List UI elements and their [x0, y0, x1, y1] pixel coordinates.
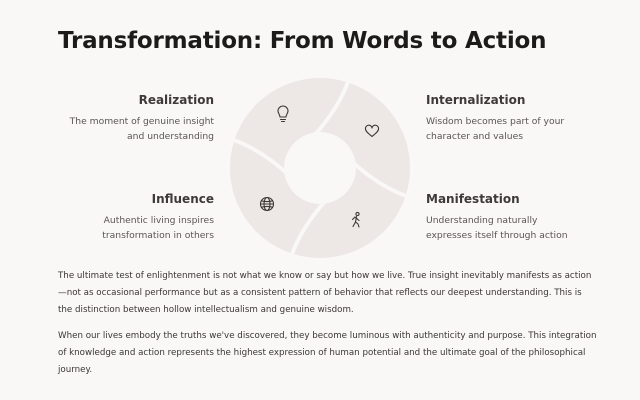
walking-person-icon — [351, 211, 360, 228]
stage-realization-line-2: and understanding — [127, 131, 214, 142]
stage-manifestation: Manifestation Understanding naturally ex… — [426, 192, 596, 243]
separator-bottom — [289, 200, 326, 257]
stage-influence-line-2: transformation in others — [102, 230, 214, 241]
cycle-svg — [230, 78, 410, 258]
stage-realization-heading: Realization — [138, 93, 214, 107]
globe-icon — [259, 196, 275, 212]
stage-realization-description: The moment of genuine insight and unders… — [44, 114, 214, 144]
cycle-segments — [230, 78, 410, 258]
stage-influence-description: Authentic living inspires transformation… — [44, 213, 214, 243]
stage-internalization-description: Wisdom becomes part of your character an… — [426, 114, 596, 144]
stage-influence-heading: Influence — [151, 192, 214, 206]
body-paragraph-1: The ultimate test of enlightenment is no… — [58, 271, 592, 315]
stage-manifestation-line-1: Understanding naturally — [426, 215, 538, 226]
stage-realization-line-1: The moment of genuine insight — [69, 116, 214, 127]
stage-manifestation-heading: Manifestation — [426, 192, 520, 206]
stage-manifestation-description: Understanding naturally expresses itself… — [426, 213, 596, 243]
stage-internalization-line-1: Wisdom becomes part of your — [426, 116, 565, 127]
separator-right — [352, 162, 409, 199]
transformation-cycle-diagram — [228, 76, 412, 260]
body-paragraph-2: When our lives embody the truths we've d… — [58, 331, 597, 375]
stage-manifestation-line-2: expresses itself through action — [426, 230, 568, 241]
separator-top — [314, 79, 351, 136]
lightbulb-icon — [277, 105, 289, 123]
stage-influence: Influence Authentic living inspires tran… — [44, 192, 214, 243]
stage-internalization-heading: Internalization — [426, 93, 526, 107]
stage-internalization-line-2: character and values — [426, 131, 524, 142]
stage-realization: Realization The moment of genuine insigh… — [44, 93, 214, 144]
stage-influence-line-1: Authentic living inspires — [103, 215, 214, 226]
heart-icon — [364, 124, 380, 138]
page-title: Transformation: From Words to Action — [58, 28, 547, 54]
separator-left — [231, 137, 288, 174]
stage-internalization: Internalization Wisdom becomes part of y… — [426, 93, 596, 144]
cycle-ring — [230, 78, 410, 258]
cycle-icons — [259, 105, 380, 228]
